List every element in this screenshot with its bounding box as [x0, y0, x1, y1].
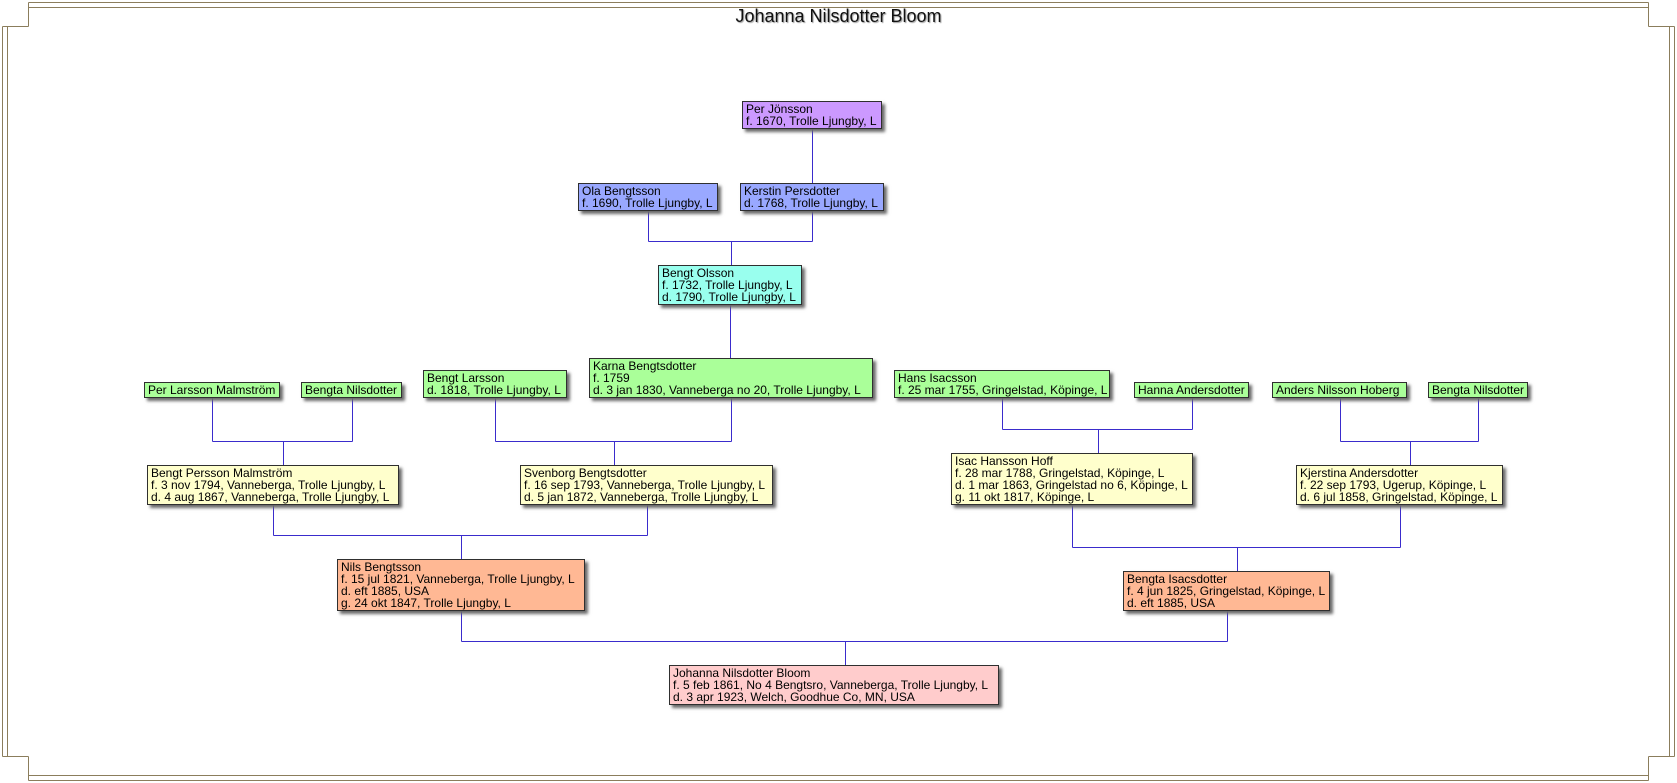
- person-detail: d. 4 aug 1867, Vanneberga, Trolle Ljungb…: [151, 490, 390, 504]
- person-name: Johanna Nilsdotter Bloom: [673, 666, 811, 680]
- person-detail: d. 1790, Trolle Ljungby, L: [662, 290, 796, 304]
- person-name: Nils Bengtsson: [341, 560, 422, 574]
- person-detail: d. 1 mar 1863, Gringelstad no 6, Köpinge…: [955, 478, 1188, 492]
- person-detail: f. 4 jun 1825, Gringelstad, Köpinge, L: [1127, 584, 1326, 598]
- person-detail: d. 6 jul 1858, Gringelstad, Köpinge, L: [1300, 490, 1498, 504]
- person-detail: f. 5 feb 1861, No 4 Bengtsro, Vanneberga…: [673, 678, 989, 692]
- person-detail: d. 3 apr 1923, Welch, Goodhue Co, MN, US…: [673, 690, 915, 704]
- person-detail: f. 3 nov 1794, Vanneberga, Trolle Ljungb…: [151, 478, 386, 492]
- person-detail: f. 22 sep 1793, Ugerup, Köpinge, L: [1300, 478, 1487, 492]
- person-name: Bengt Olsson: [662, 266, 735, 280]
- person-detail: f. 28 mar 1788, Gringelstad, Köpinge, L: [955, 466, 1165, 480]
- person-name: Per Jönsson: [746, 102, 813, 116]
- person-detail: f. 1732, Trolle Ljungby, L: [662, 278, 793, 292]
- person-detail: f. 1690, Trolle Ljungby, L: [582, 196, 713, 210]
- person-detail: f. 15 jul 1821, Vanneberga, Trolle Ljung…: [341, 572, 575, 586]
- person-name: Kerstin Persdotter: [744, 184, 841, 198]
- person-box-per-larsson-malmstrom[interactable]: Per Larsson Malmström: [144, 382, 280, 398]
- chart-title: Johanna Nilsdotter Bloom: [735, 6, 942, 26]
- person-detail: d. 3 jan 1830, Vanneberga no 20, Trolle …: [593, 383, 861, 397]
- person-name: Ola Bengtsson: [582, 184, 661, 198]
- person-name: Bengta Nilsdotter: [305, 383, 398, 397]
- person-box-anders-nilsson-hoberg[interactable]: Anders Nilsson Hoberg: [1272, 382, 1407, 398]
- person-detail: g. 24 okt 1847, Trolle Ljungby, L: [341, 596, 511, 610]
- person-detail: d. 5 jan 1872, Vanneberga, Trolle Ljungb…: [524, 490, 759, 504]
- person-name: Kjerstina Andersdotter: [1300, 466, 1419, 480]
- person-name: Bengta Nilsdotter: [1432, 383, 1525, 397]
- person-detail: d. 1768, Trolle Ljungby, L: [744, 196, 878, 210]
- person-box-hanna-andersdotter[interactable]: Hanna Andersdotter: [1134, 382, 1249, 398]
- person-box-bengta-nilsdotter-2[interactable]: Bengta Nilsdotter: [1428, 382, 1528, 398]
- person-detail: f. 1670, Trolle Ljungby, L: [746, 114, 877, 128]
- person-name: Isac Hansson Hoff: [955, 454, 1053, 468]
- person-name: Svenborg Bengtsdotter: [524, 466, 647, 480]
- person-detail: g. 11 okt 1817, Köpinge, L: [955, 490, 1095, 504]
- person-name: Karna Bengtsdotter: [593, 359, 697, 373]
- person-box-bengta-nilsdotter-1[interactable]: Bengta Nilsdotter: [301, 382, 402, 398]
- person-name: Hans Isacsson: [898, 371, 977, 385]
- person-detail: f. 25 mar 1755, Gringelstad, Köpinge, L: [898, 383, 1108, 397]
- person-name: Per Larsson Malmström: [148, 383, 276, 397]
- person-name: Bengt Persson Malmström: [151, 466, 293, 480]
- person-detail: f. 1759: [593, 371, 630, 385]
- person-detail: d. eft 1885, USA: [1127, 596, 1216, 610]
- person-detail: d. eft 1885, USA: [341, 584, 430, 598]
- person-name: Bengta Isacsdotter: [1127, 572, 1228, 586]
- person-detail: f. 16 sep 1793, Vanneberga, Trolle Ljung…: [524, 478, 766, 492]
- person-name: Bengt Larsson: [427, 371, 505, 385]
- person-name: Hanna Andersdotter: [1138, 383, 1245, 397]
- person-name: Anders Nilsson Hoberg: [1276, 383, 1400, 397]
- person-detail: d. 1818, Trolle Ljungby, L: [427, 383, 561, 397]
